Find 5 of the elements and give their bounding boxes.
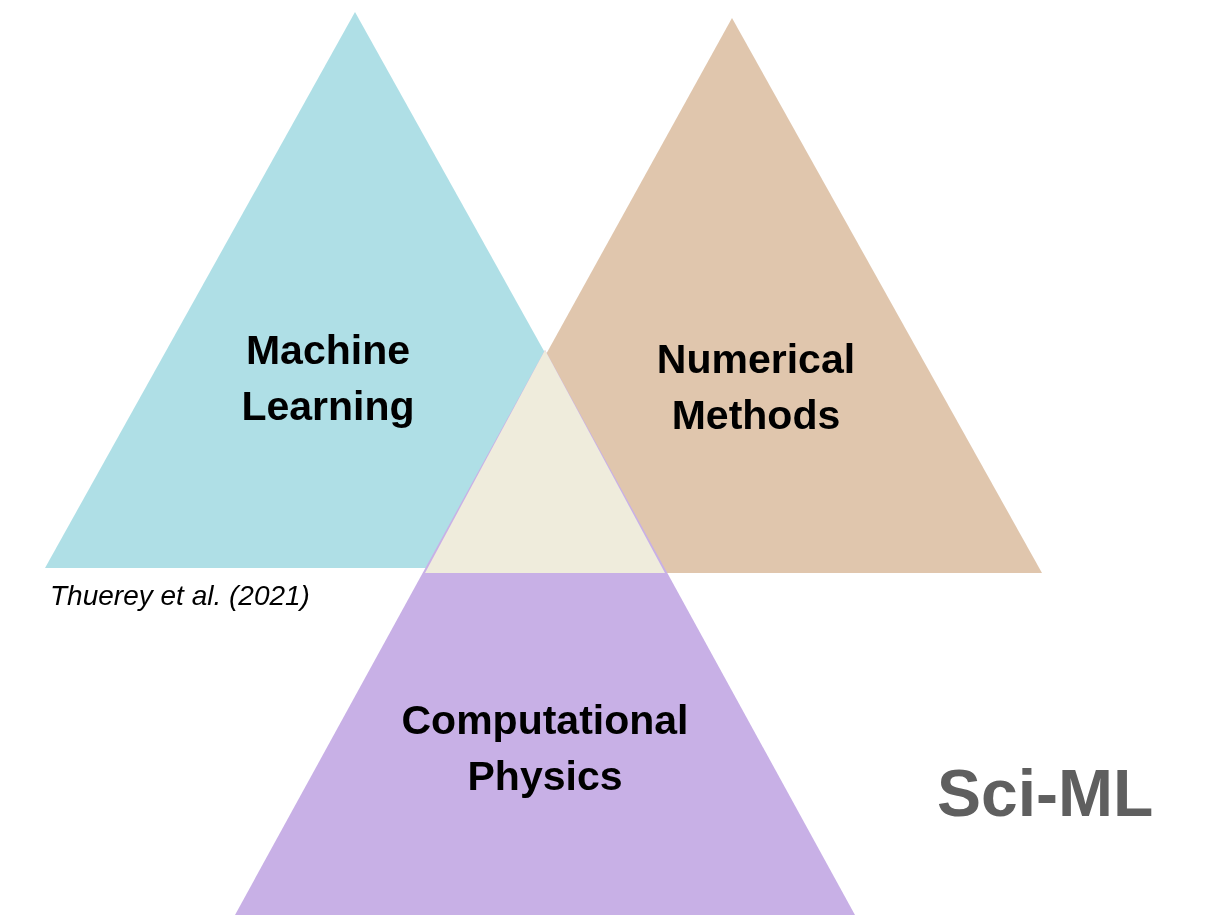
region-label: Numerical Methods xyxy=(655,335,857,440)
citation: Thuerey et al. (2021) xyxy=(50,580,310,612)
region-label: Machine Learning xyxy=(240,326,416,431)
region-label: Computational Physics xyxy=(400,696,690,801)
diagram-heading: Sci-ML xyxy=(937,755,1154,831)
